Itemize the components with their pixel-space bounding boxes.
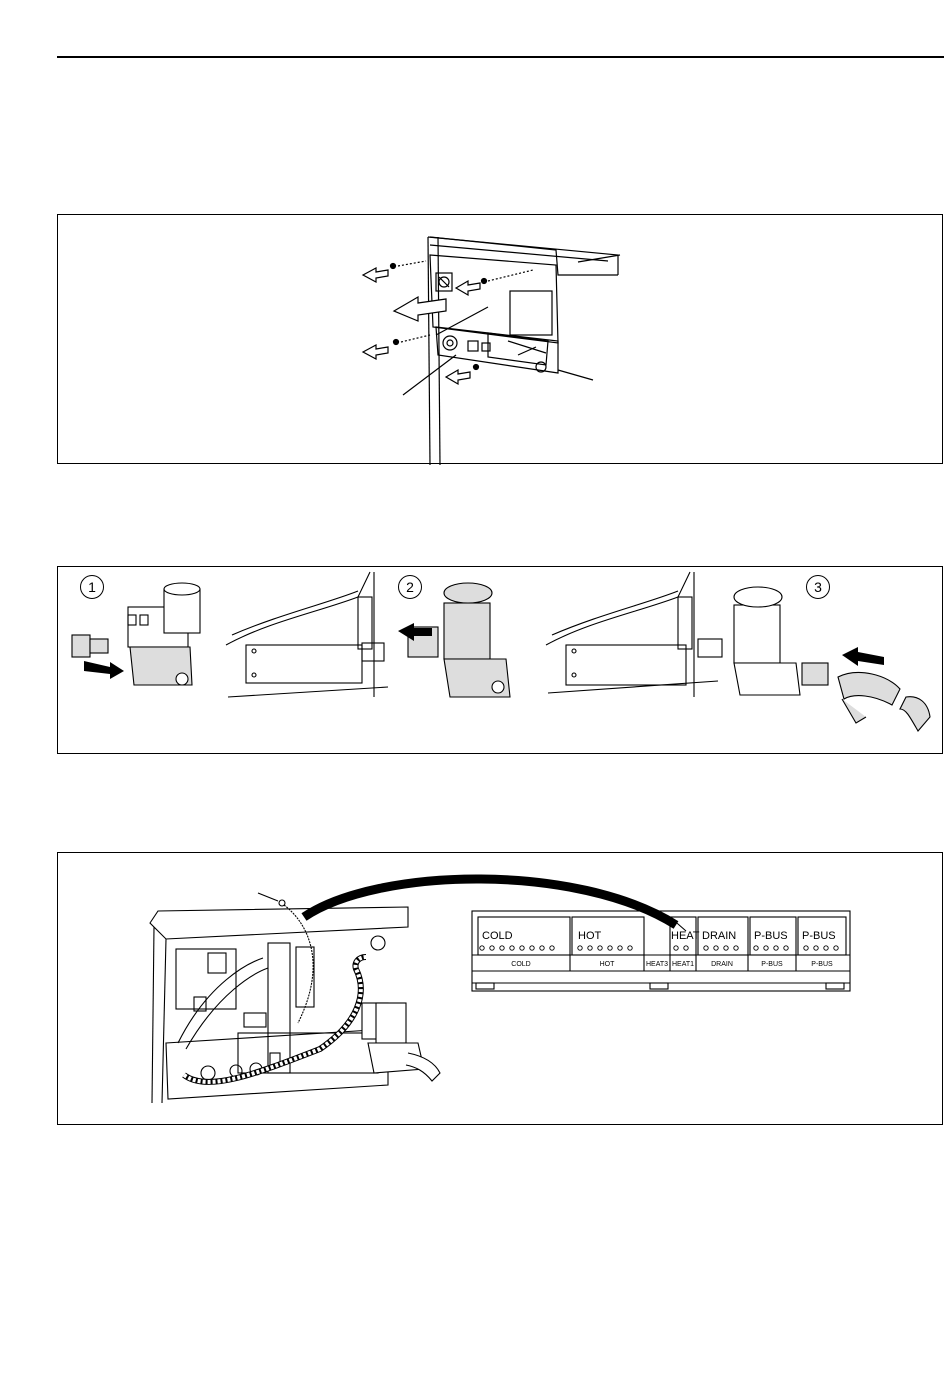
board-sublabel-cold: COLD <box>511 961 530 968</box>
board-sublabel-pbus-1: P-BUS <box>761 961 783 968</box>
figure-wiring-connection: COLD HOT HEAT DRAIN P-BUS P-BUS COLD HOT… <box>57 852 943 1125</box>
board-label-pbus-2: P-BUS <box>802 930 836 942</box>
board-sublabel-heat3: HEAT3 <box>646 961 668 968</box>
page-top-rule <box>57 56 944 58</box>
figure-remove-cover-panel <box>57 214 943 464</box>
figure-valve-installation-steps: 1 2 3 <box>57 566 943 754</box>
board-sublabel-pbus-2: P-BUS <box>811 961 833 968</box>
board-sublabel-heat1: HEAT1 <box>672 961 694 968</box>
board-sublabel-hot: HOT <box>600 961 616 968</box>
board-label-hot: HOT <box>578 930 602 942</box>
board-label-cold: COLD <box>482 930 513 942</box>
board-label-drain: DRAIN <box>702 930 736 942</box>
step-badge-3: 3 <box>806 575 830 599</box>
wiring-illustration: COLD HOT HEAT DRAIN P-BUS P-BUS COLD HOT… <box>58 853 944 1126</box>
board-sublabel-drain: DRAIN <box>711 961 733 968</box>
cover-panel-illustration <box>58 215 944 465</box>
board-label-pbus-1: P-BUS <box>754 930 788 942</box>
step-badge-2: 2 <box>398 575 422 599</box>
step-badge-1: 1 <box>80 575 104 599</box>
board-label-heat: HEAT <box>671 930 700 942</box>
